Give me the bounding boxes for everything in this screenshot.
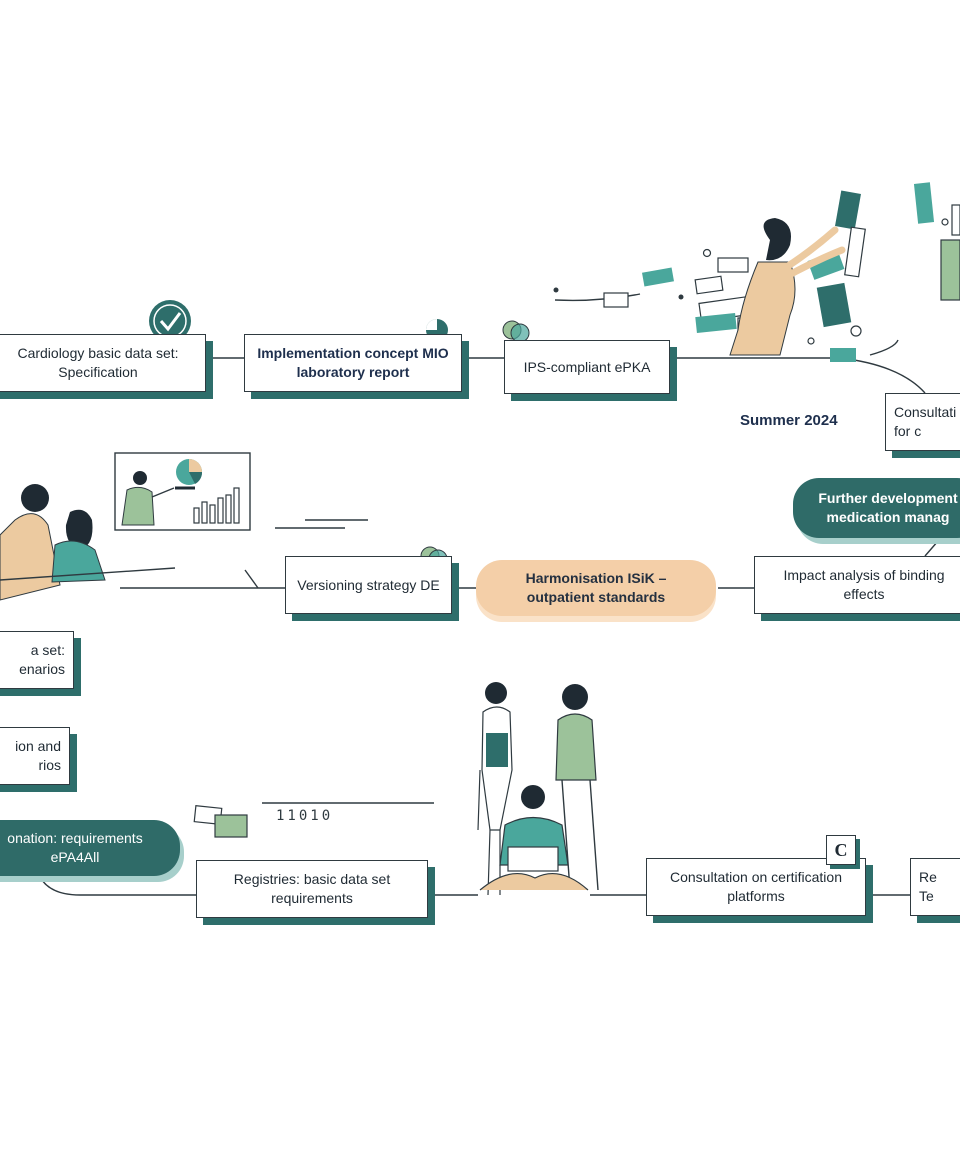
node-re-te: Re Te [910, 858, 960, 916]
overlap-circles-icon [502, 320, 530, 343]
node-registries: Registries: basic data set requirements [196, 860, 428, 918]
node-cardiology-specification: Cardiology basic data set: Specification [0, 334, 206, 392]
pill-further-development: Further development medication manag [793, 478, 960, 538]
node-versioning-strategy: Versioning strategy DE [285, 556, 452, 614]
node-consultation-top: Consultati for c [885, 393, 960, 451]
milestone-summer-2024: Summer 2024 [740, 412, 838, 429]
node-impact-analysis: Impact analysis of binding effects [754, 556, 960, 614]
people-at-desk-illustration [0, 484, 176, 601]
connector-lines [39, 293, 939, 896]
team-illustration [477, 682, 599, 896]
binary-digits: 11010 [276, 808, 334, 824]
node-ion-and-rios: ion and rios [0, 727, 70, 785]
certificate-c-icon: C [826, 835, 856, 865]
node-certification-platforms: Consultation on certification platforms [646, 858, 866, 916]
node-ips-epka: IPS-compliant ePKA [504, 340, 670, 394]
pill-harmonisation-isik: Harmonisation ISiK – outpatient standard… [476, 560, 716, 616]
floating-cards-illustration [553, 182, 960, 362]
node-data-set-scenarios: a set: enarios [0, 631, 74, 689]
woman-reaching-illustration [729, 218, 846, 356]
pill-onation-requirements: onation: requirements ePA4All [0, 820, 180, 876]
paper-cards-illustration [193, 805, 248, 838]
presentation-board-illustration [114, 452, 251, 531]
node-mio-laboratory: Implementation concept MIO laboratory re… [244, 334, 462, 392]
